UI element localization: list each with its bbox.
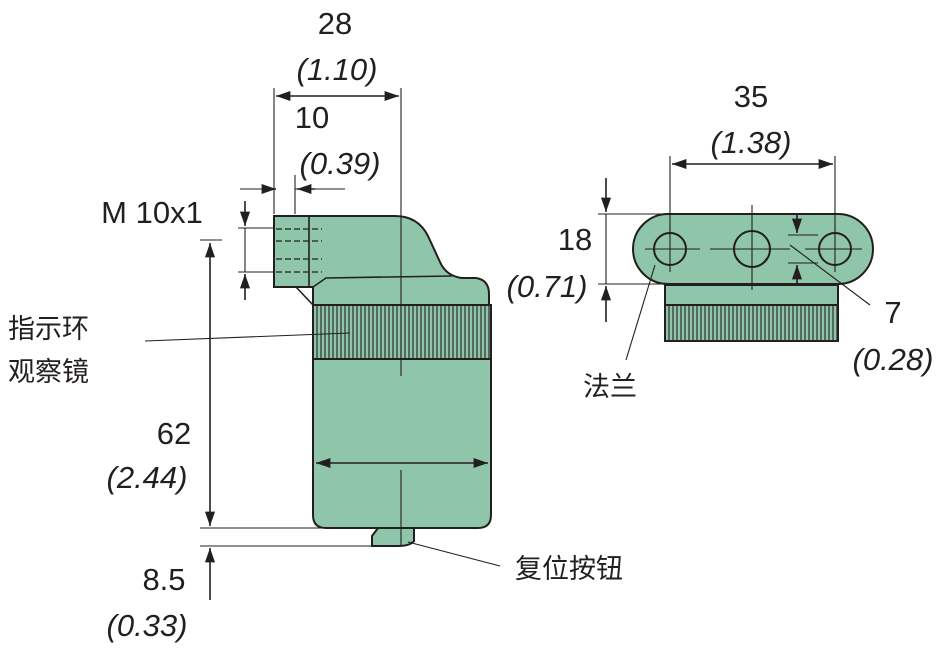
dim-35: 35 bbox=[734, 79, 768, 114]
top-view-knurl bbox=[664, 304, 839, 342]
reset-button-shape bbox=[371, 527, 415, 547]
label-indicator-ring: 指示环 bbox=[8, 314, 89, 345]
dim-10: 10 bbox=[295, 100, 329, 135]
dim-18-inch: (0.71) bbox=[507, 269, 588, 304]
dim-8-5: 8.5 bbox=[142, 562, 185, 597]
label-sight-glass: 观察镜 bbox=[8, 357, 89, 388]
dim-35-inch: (1.38) bbox=[711, 125, 792, 160]
label-reset-button: 复位按钮 bbox=[515, 554, 623, 585]
indicator-ring-knurl bbox=[312, 304, 492, 360]
dim-8-5-inch: (0.33) bbox=[107, 608, 188, 643]
dim-28-inch: (1.10) bbox=[297, 52, 378, 87]
dim-thread: M 10x1 bbox=[101, 195, 203, 230]
dim-7: 7 bbox=[884, 295, 901, 330]
top-view bbox=[598, 156, 874, 361]
side-view bbox=[144, 88, 501, 600]
label-flange: 法兰 bbox=[583, 372, 637, 403]
head-block bbox=[273, 215, 490, 306]
dim-7-inch: (0.28) bbox=[853, 342, 934, 377]
lower-body bbox=[312, 357, 492, 529]
dim-18: 18 bbox=[558, 222, 592, 257]
dim-28: 28 bbox=[318, 6, 352, 41]
dim-62-inch: (2.44) bbox=[107, 460, 188, 495]
dim-10-inch: (0.39) bbox=[300, 146, 381, 181]
dim-62: 62 bbox=[157, 416, 191, 451]
